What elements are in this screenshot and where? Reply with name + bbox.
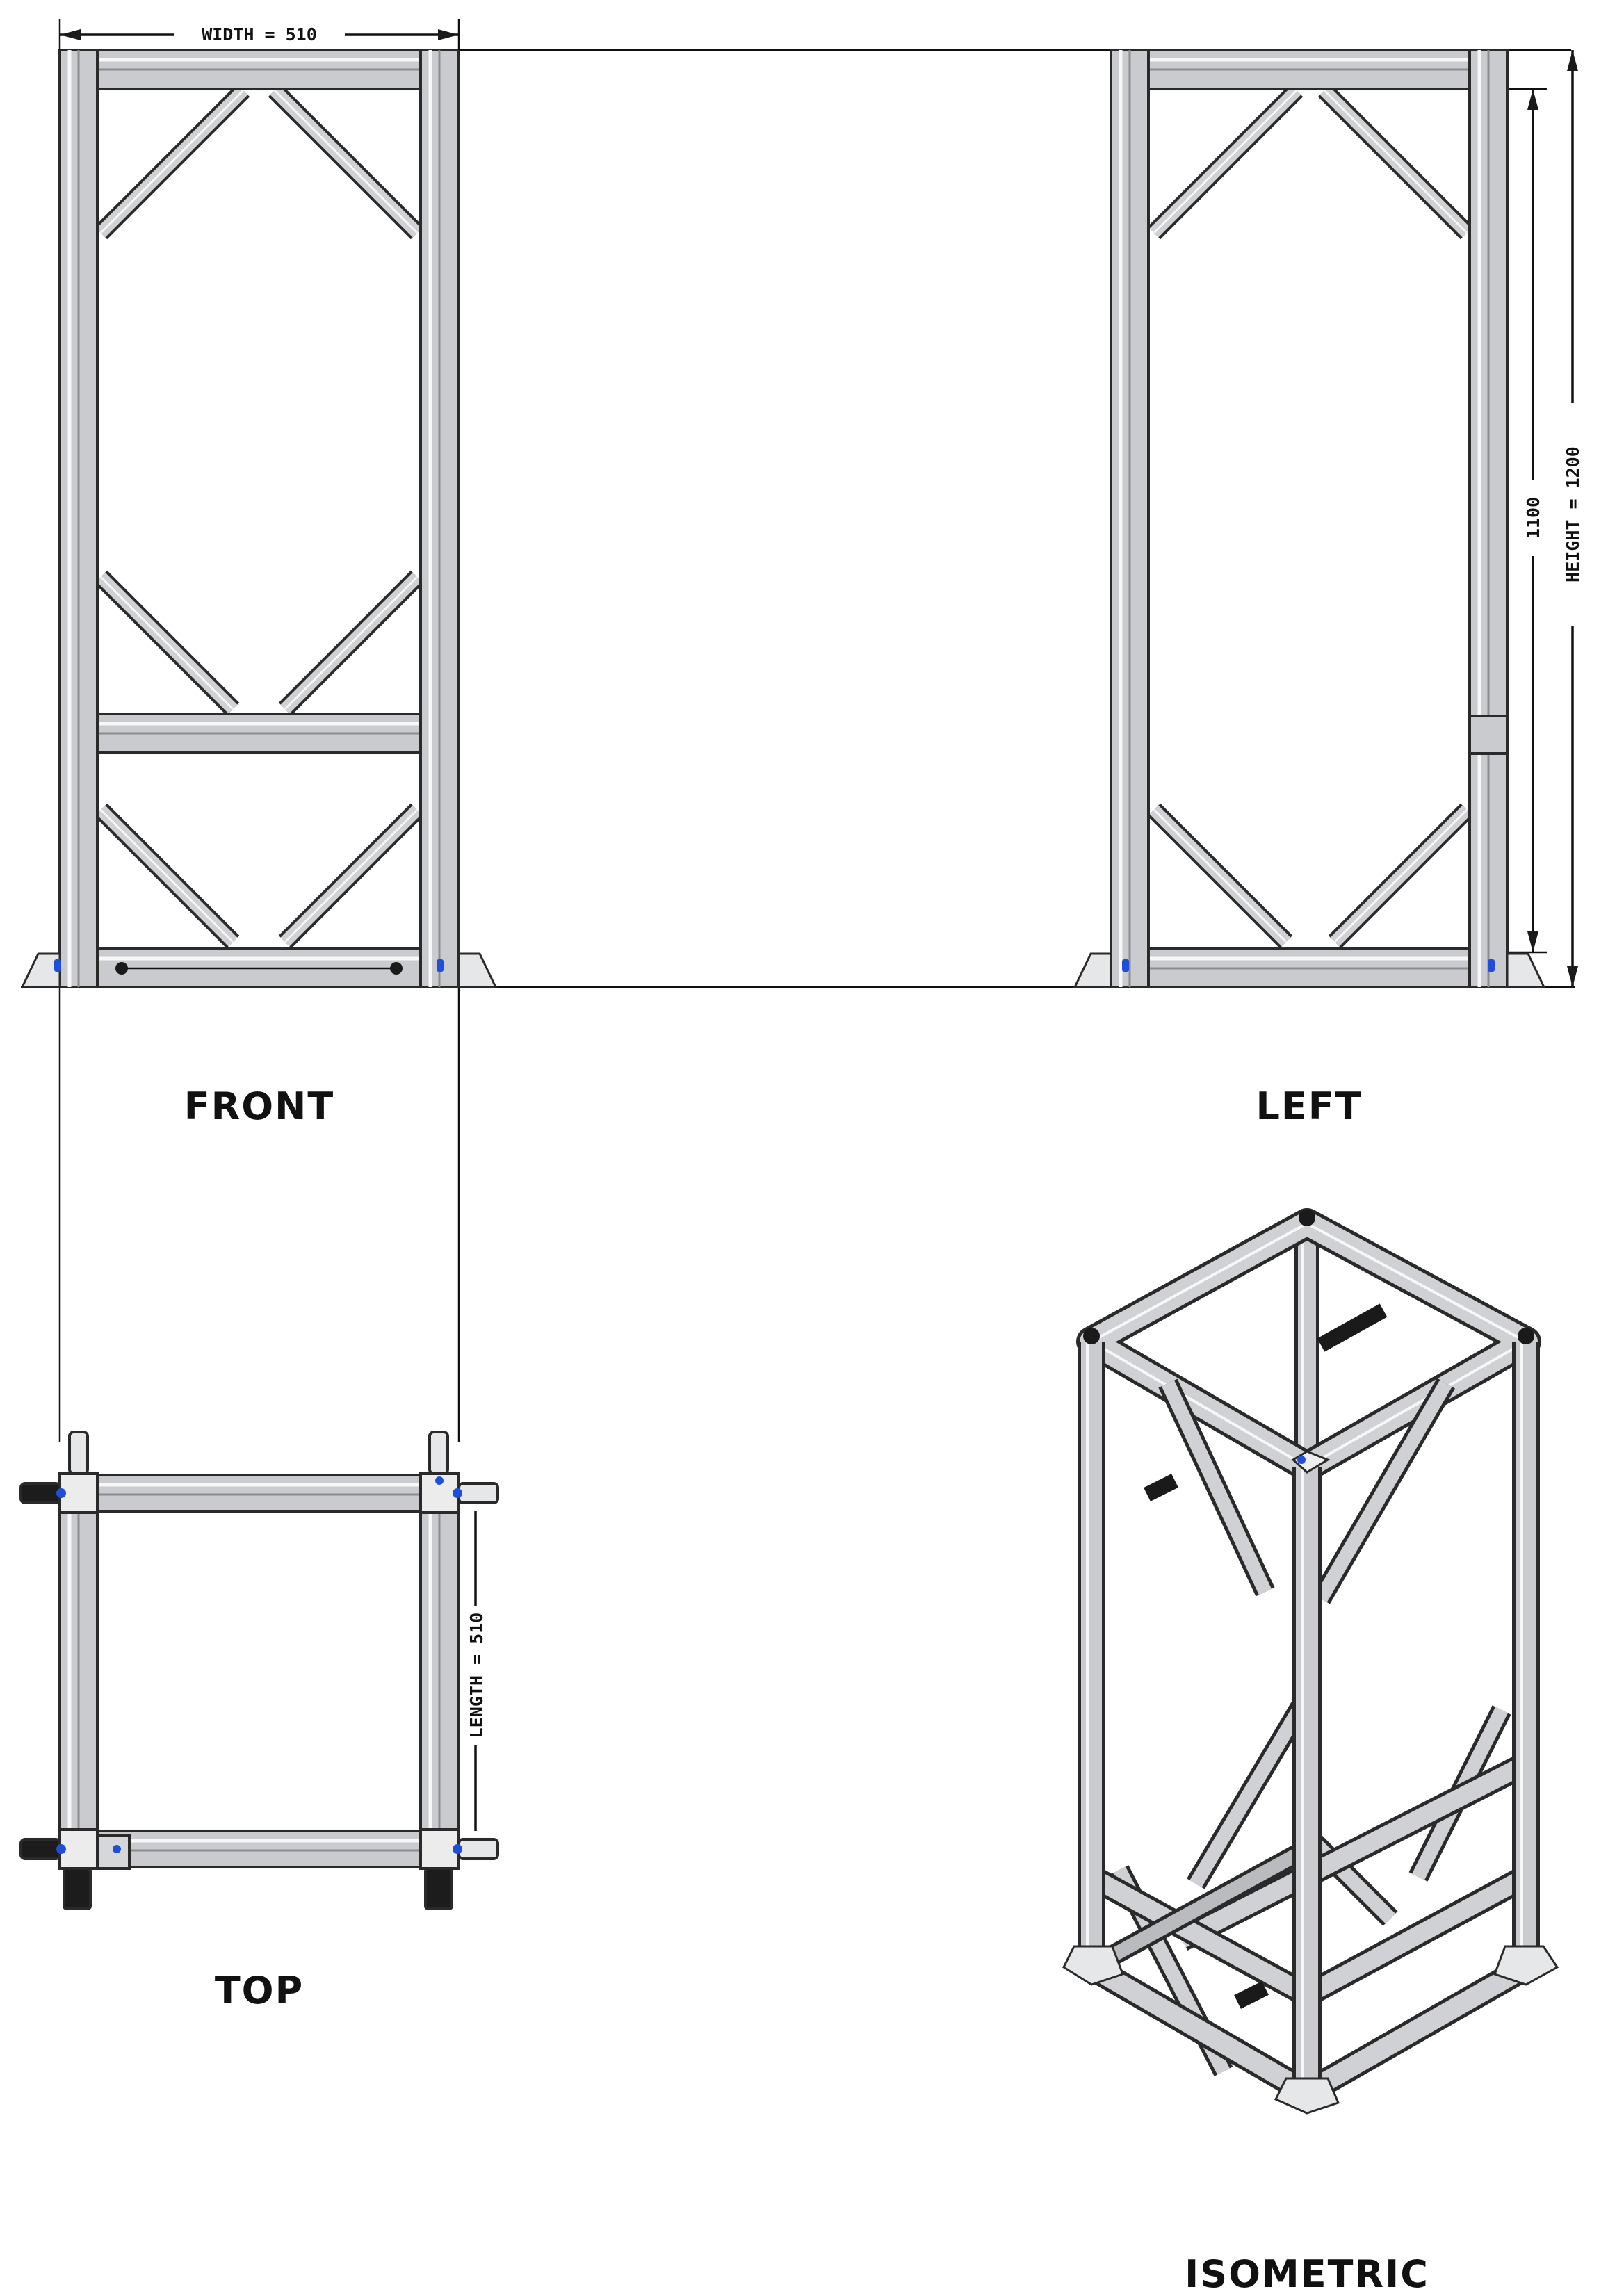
front-posts [58,49,460,988]
front-horizontal-beams [96,49,422,988]
iso-corner-caps [1083,1210,1534,1474]
top-view: LENGTH = 510 [19,1431,499,1910]
left-view-label: LEFT [1256,1084,1362,1128]
left-view: HEIGHT = 1200 1100 [1073,49,1584,988]
front-feet [20,952,498,988]
iso-front-posts [1078,1342,1540,2092]
iso-base-frame [1085,1839,1533,2104]
width-dimension [58,19,460,50]
height-dimension [1561,50,1584,987]
iso-feet [1062,1945,1559,2115]
left-posts [1110,49,1509,988]
front-view: WIDTH = 510 [20,19,498,988]
top-view-label: TOP [215,1969,304,2012]
left-feet [1073,952,1546,988]
height-dimension-label: HEIGHT = 1200 [1563,446,1583,583]
top-beams [58,1474,460,1868]
iso-mid-frame [1085,1754,1532,2006]
inner-height-dimension-label: 1100 [1523,497,1543,539]
front-bracing [94,83,424,949]
isometric-view [1062,1208,1559,2115]
length-dimension [463,1511,488,1831]
left-horizontal-beams [1147,49,1471,988]
top-corners [19,1431,499,1910]
inner-height-dimension [1521,89,1545,952]
front-view-label: FRONT [184,1084,334,1128]
left-bracing [1147,83,1474,949]
width-dimension-label: WIDTH = 510 [202,24,317,44]
isometric-view-label: ISOMETRIC [1185,2252,1429,2296]
length-dimension-label: LENGTH = 510 [466,1613,487,1739]
